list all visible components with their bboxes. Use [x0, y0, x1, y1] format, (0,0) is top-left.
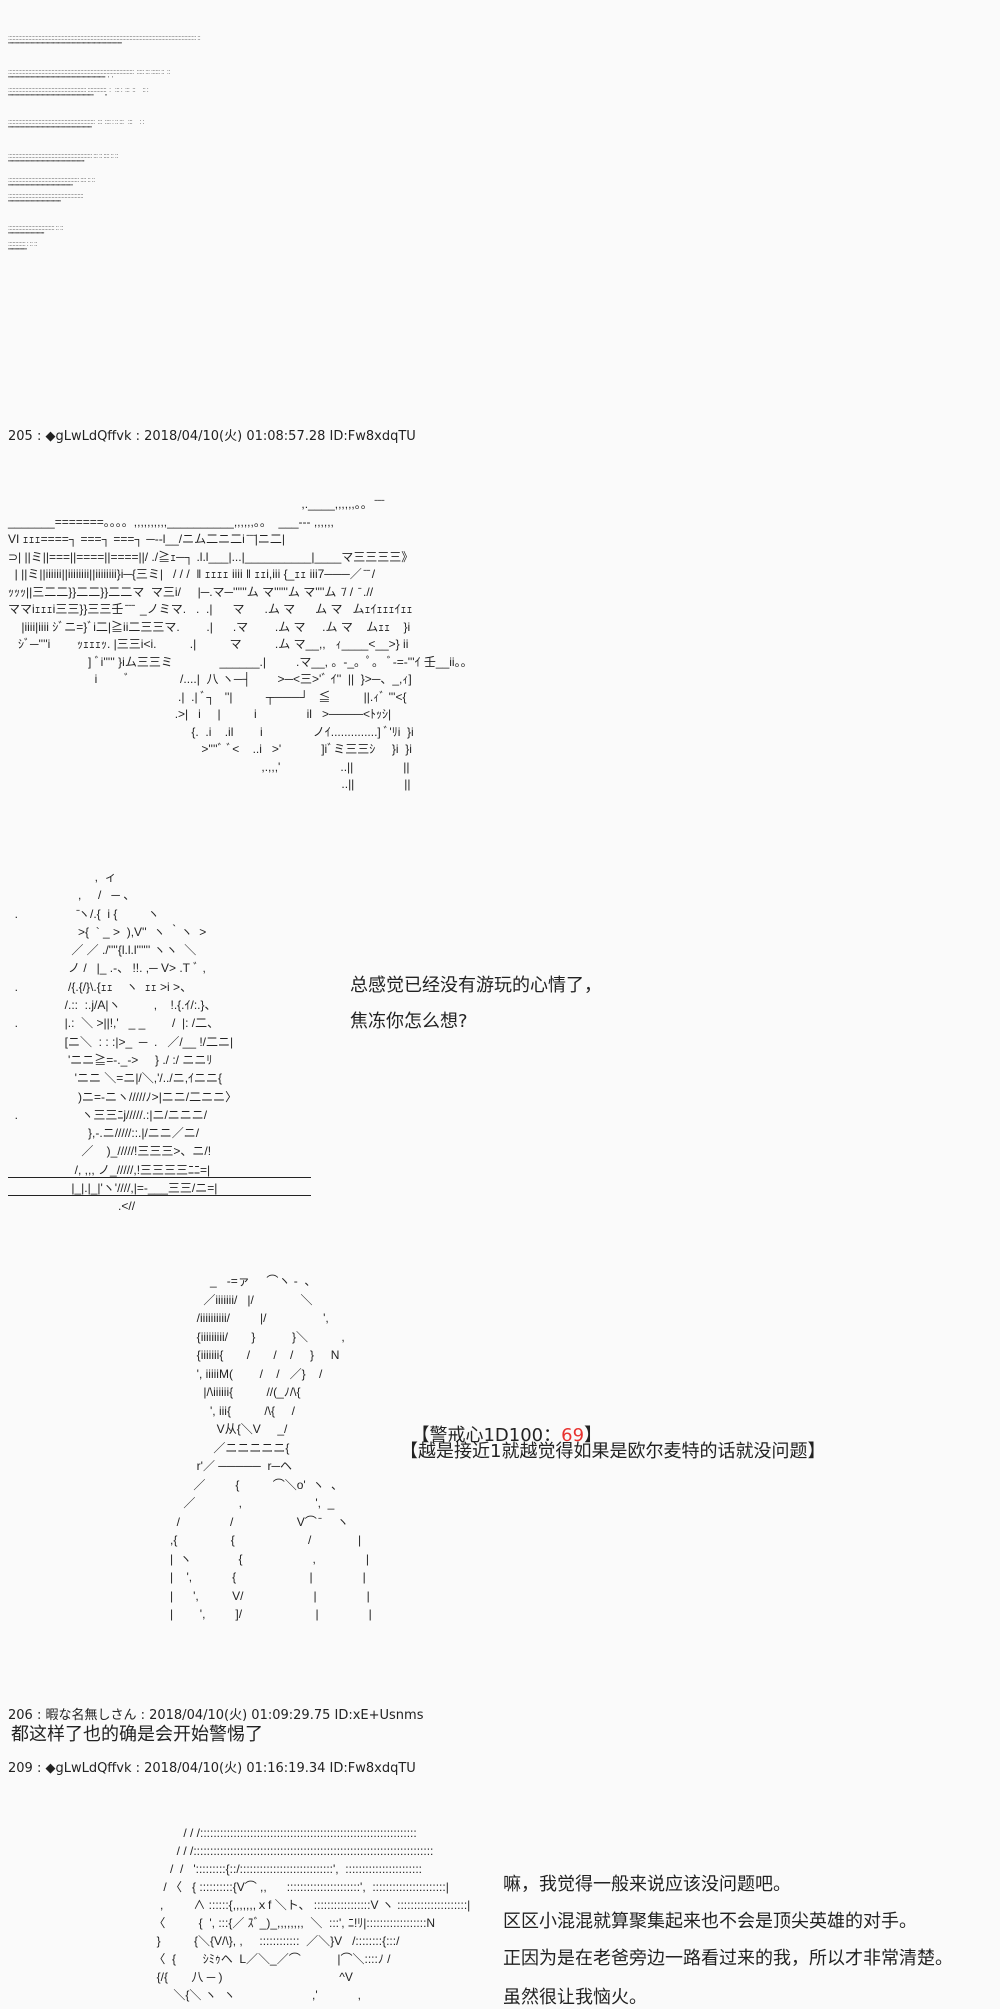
texture-line: ''''''''''''''''''''''''''''''''''''''''… — [8, 200, 61, 207]
texture-line: ''''''''''''''''''''''''''''''''''''''''… — [8, 126, 92, 133]
dice-note: 【越是接近1就越觉得如果是欧尔麦特的话就没问题】 — [400, 1441, 826, 1462]
texture-line: ''''''''''''''''''''''''''''''''''''''''… — [8, 42, 122, 49]
texture-line: ::::::::::::::::::::::::::::::::::::::::… — [8, 153, 118, 160]
divider-line — [8, 1177, 311, 1178]
texture-line: ::::::::::::::::::::::::::::::::::::::::… — [8, 193, 84, 200]
texture-line: ::::::::::::::::::::::::::::::::::::::::… — [8, 69, 170, 76]
texture-line: ''''''''''''''''''''''''''''''''''''''''… — [8, 184, 73, 191]
ascii-art-character-2: _ -=ァ ⌒ヽ ‐ 、 ／iiiiiii/ |/ ＼ /iiiiiiiiii/… — [170, 1274, 372, 1621]
message-line: 区区小混混就算聚集起来也不会是顶尖英雄的对手。 — [503, 1911, 917, 1932]
texture-line: ''''''''''''''''''''''''''''''''''''''''… — [8, 94, 107, 101]
dice-suffix: 】 — [584, 1425, 603, 1446]
message-line: 嘛，我觉得一般来说应该没问题吧。 — [503, 1874, 791, 1895]
post-body-206: 都这样了也的确是会开始警惕了 — [11, 1724, 263, 1745]
texture-line: ::::::::::::::::::::::::::::::::::::::::… — [8, 87, 149, 94]
message-line: 正因为是在老爸旁边一路看过来的我，所以才非常清楚。 — [503, 1948, 953, 1969]
texture-line: ::::::::::::::::::::::::::::::::::::::::… — [8, 35, 201, 42]
post-header-206: 206 : 暇な名無しさん : 2018/04/10(火) 01:09:29.7… — [8, 1708, 424, 1723]
texture-line: :::::::::::: : :: :: — [8, 241, 37, 248]
ascii-art-character-1: , ィ , / ─ 、 . ̄ヽ/.{ i { ヽ >{ ` _ > ),V''… — [14, 870, 238, 1214]
post-header-205: 205 : ◆gLwLdQffvk : 2018/04/10(火) 01:08:… — [8, 429, 416, 444]
texture-line: '''''''''''''''''''''' — [8, 248, 27, 255]
texture-line: ''''''''''''''''''''''''''''''''''''''''… — [8, 232, 44, 239]
dice-value: 69 — [561, 1425, 585, 1446]
texture-line: ''''''''''''''''''''''''''''''''''''''''… — [8, 76, 113, 83]
dice-roll-line: 【警戒心1D100：69】 — [400, 1403, 602, 1447]
dice-prefix: 【警戒心1D100： — [411, 1425, 562, 1446]
message-line: 总感觉已经没有游玩的心情了， — [350, 975, 602, 996]
top-ascii-texture: ::::::::::::::::::::::::::::::::::::::::… — [8, 35, 201, 255]
texture-line: ::::::::::::::::::::::::::::::::::::::::… — [8, 177, 95, 184]
ascii-art-cityscape: ,.____,,,,,,。。 ̄ ̄ ̄ _______=======。。。。,… — [8, 497, 473, 791]
post-header-209: 209 : ◆gLwLdQffvk : 2018/04/10(火) 01:16:… — [8, 1761, 416, 1776]
texture-line: ::::::::::::::::::::::::::::::::::::::::… — [8, 119, 144, 126]
divider-line — [8, 1195, 311, 1196]
message-line: 焦冻你怎么想? — [350, 1011, 468, 1032]
message-line: 虽然很让我恼火。 — [503, 1987, 647, 2008]
texture-line: ''''''''''''''''''''''''''''''''''''''''… — [8, 160, 85, 167]
ascii-art-character-3: / / /:::::::::::::::::::::::::::::::::::… — [153, 1826, 471, 2002]
texture-line: :::::::::::::::::::::::::::::::: :: :: — [8, 225, 63, 232]
